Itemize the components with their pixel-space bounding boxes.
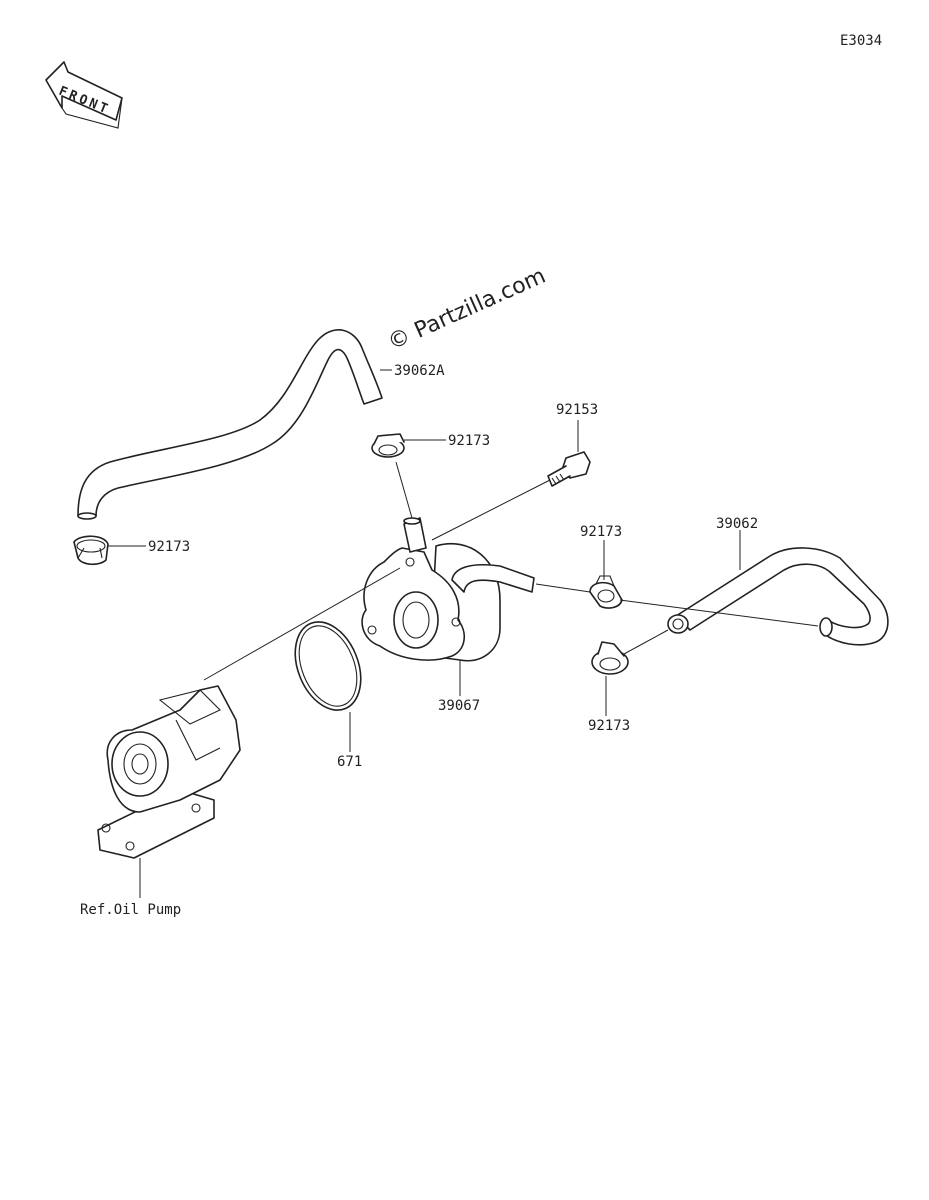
hose-39062 <box>667 547 889 646</box>
watermark: © Partzilla.com <box>384 264 549 356</box>
diagram-code: E3034 <box>840 33 882 49</box>
callout-92173-lower: 92173 <box>588 718 630 734</box>
callout-39067: 39067 <box>438 698 480 714</box>
callout-671: 671 <box>337 754 362 770</box>
clamp-left <box>73 535 109 566</box>
clamp-mid <box>589 575 623 609</box>
callout-39062a: 39062A <box>394 363 445 379</box>
front-arrow-icon: FRONT <box>45 61 123 129</box>
callout-92173-upper: 92173 <box>448 433 490 449</box>
bolt-92153 <box>547 451 591 487</box>
callout-ref-oil-pump: Ref.Oil Pump <box>80 902 181 918</box>
oil-cooler-39067 <box>361 517 535 662</box>
callout-39062: 39062 <box>716 516 758 532</box>
o-ring-671 <box>294 621 362 711</box>
callout-92173-mid: 92173 <box>580 524 622 540</box>
leader-lines <box>108 369 819 898</box>
clamp-upper <box>371 433 405 458</box>
callout-92153: 92153 <box>556 402 598 418</box>
clamp-lower <box>591 641 629 675</box>
oil-pump-ref <box>97 685 241 859</box>
hose-39062a <box>77 329 383 520</box>
callout-92173-left: 92173 <box>148 539 190 555</box>
